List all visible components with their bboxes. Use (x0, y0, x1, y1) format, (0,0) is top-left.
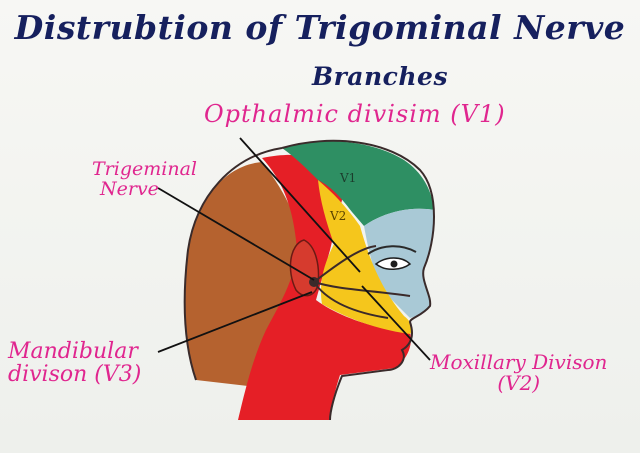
label-maxillary-line2: (V2) (497, 371, 541, 395)
label-ophthalmic-division: Opthalmic divisim (V1) (204, 100, 506, 128)
label-maxillary-division: Moxillary Divison (V2) (430, 352, 607, 394)
diagram-subtitle: Branches (311, 62, 449, 91)
label-trigeminal-nerve: Trigeminal Nerve (92, 158, 197, 200)
eyebrow (367, 245, 417, 255)
leader-mandibular (157, 291, 313, 353)
leader-ophthalmic (239, 137, 361, 273)
v2-maxillary-region (318, 180, 412, 334)
head-outline (183, 147, 283, 381)
nerve-branch-v3 (313, 281, 389, 319)
nerve-branch-v1 (313, 245, 377, 283)
eye-pupil (390, 260, 398, 268)
label-trigeminal-line1: Trigeminal (92, 158, 197, 180)
nerve-branch-v2 (313, 281, 411, 297)
label-mandibular-line2: divison (V3) (8, 362, 142, 388)
v3-mandibular-region (238, 154, 411, 420)
label-mandibular-line1: Mandibular (8, 339, 138, 364)
leader-trigeminal (157, 187, 315, 281)
face-outline (281, 139, 435, 421)
label-mandibular-division: Mandibular divison (V3) (8, 340, 141, 386)
region-mark-v2: V2 (329, 209, 346, 223)
v1-ophthalmic-region (282, 141, 434, 226)
region-mark-v1: V1 (339, 171, 356, 185)
leader-maxillary (361, 285, 431, 361)
diagram-title: Distrubtion of Trigominal Nerve (14, 8, 626, 47)
label-trigeminal-line2: Nerve (100, 177, 159, 200)
label-maxillary-line1: Moxillary Divison (430, 350, 608, 374)
